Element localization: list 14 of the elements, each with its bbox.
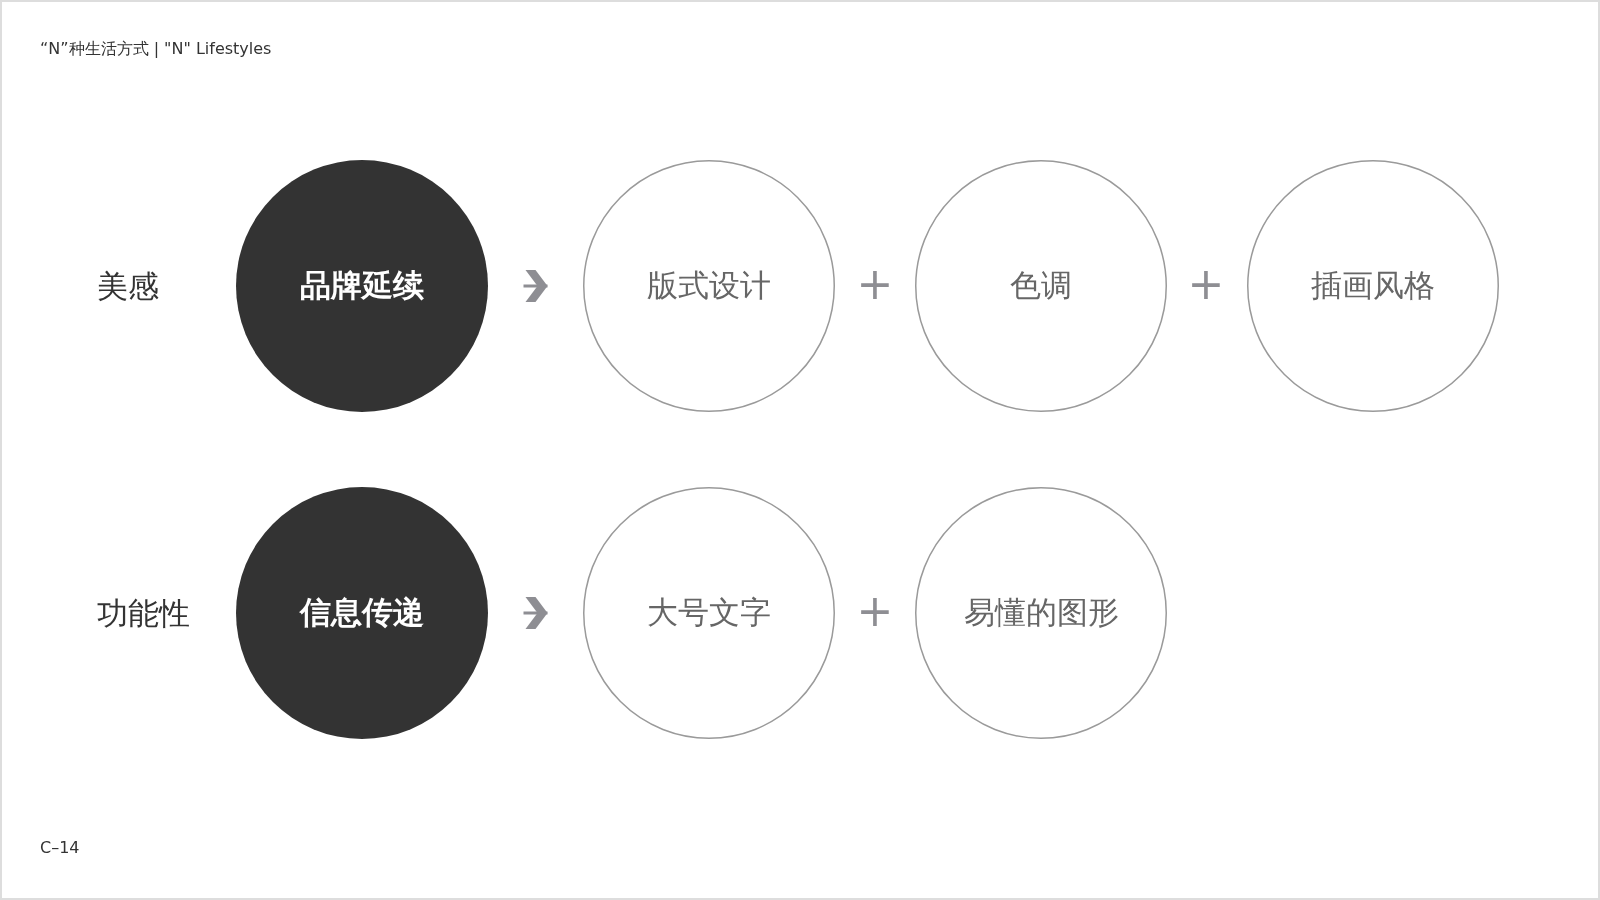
row-heading: 美感 [97,267,159,306]
circle-label: 易懂的图形 [962,593,1120,632]
circle-label: 色调 [1009,266,1073,305]
circle-label: 大号文字 [646,593,772,632]
circle-label: 插画风格 [1310,266,1436,305]
page-title: “N”种生活方式 | "N" Lifestyles [40,39,272,60]
plus-sign: + [1186,262,1226,306]
plus-sign: + [855,262,895,306]
circle-label: 信息传递 [298,593,425,632]
circle-label: 品牌延续 [299,266,425,305]
plus-sign: + [855,589,895,633]
page-number: C–14 [40,838,80,857]
circle-label: 版式设计 [646,266,772,305]
row-heading: 功能性 [97,594,190,633]
